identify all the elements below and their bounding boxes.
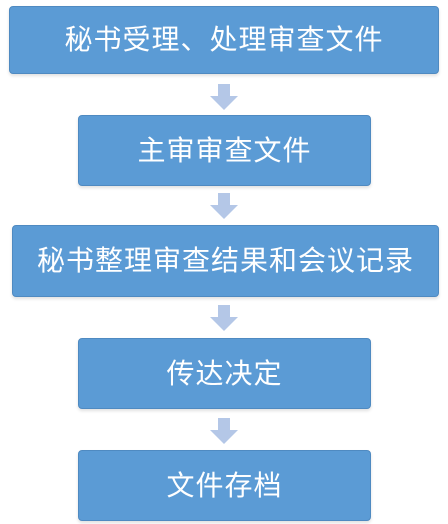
step-receive-documents-label: 秘书受理、处理审查文件	[64, 23, 384, 56]
down-arrow-icon	[210, 418, 238, 444]
step-compile-results-label: 秘书整理审查结果和会议记录	[36, 244, 414, 277]
down-arrow-icon	[210, 305, 238, 331]
step-primary-review-label: 主审审查文件	[137, 133, 312, 167]
step-archive-documents: 文件存档	[78, 450, 371, 521]
step-primary-review: 主审审查文件	[78, 115, 371, 186]
down-arrow-icon	[210, 84, 238, 110]
step-receive-documents: 秘书受理、处理审查文件	[9, 6, 439, 74]
step-compile-results: 秘书整理审查结果和会议记录	[12, 225, 439, 297]
step-communicate-decision-label: 传达决定	[166, 356, 283, 390]
down-arrow-icon	[210, 193, 238, 219]
step-communicate-decision: 传达决定	[78, 338, 371, 409]
step-archive-documents-label: 文件存档	[166, 468, 283, 502]
